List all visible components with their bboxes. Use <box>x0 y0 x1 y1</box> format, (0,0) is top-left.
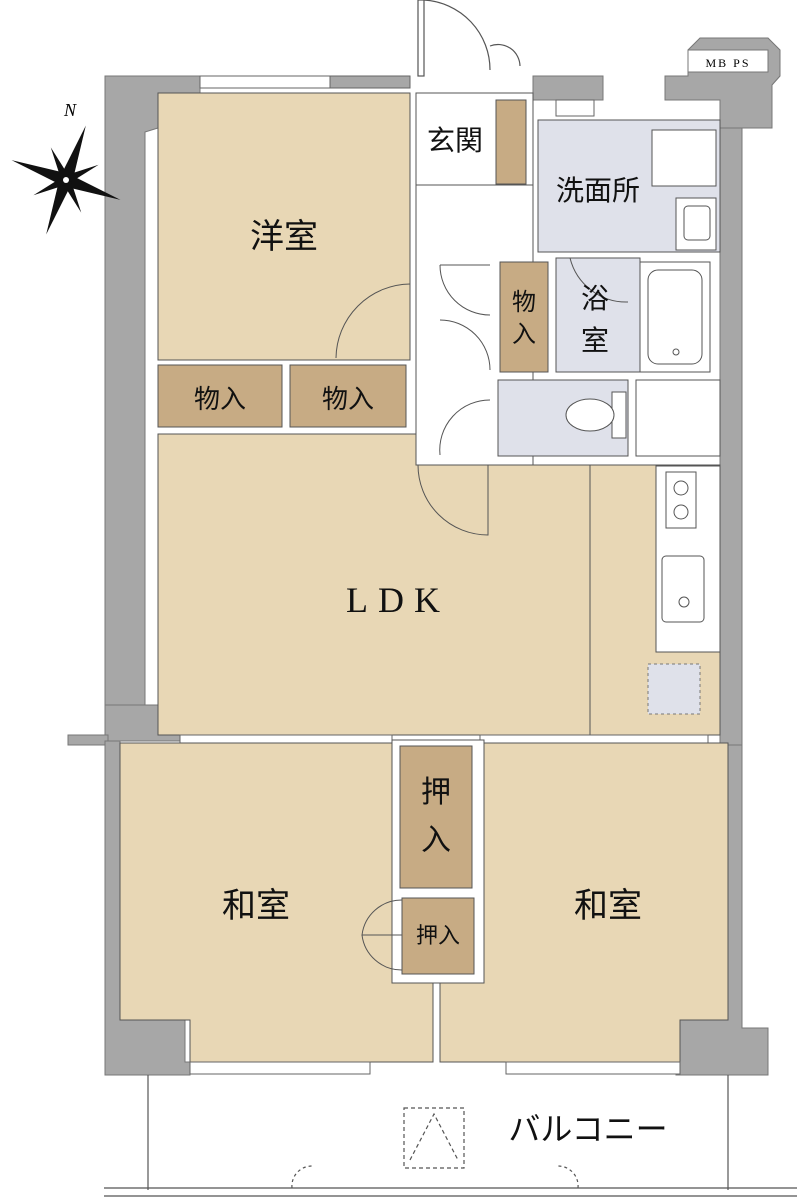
entrance-label: 玄関 <box>427 124 483 157</box>
storage-vertical-label-1: 物 <box>512 288 536 316</box>
partition-right <box>479 734 709 744</box>
corridor-closet-door-2[interactable] <box>439 319 491 371</box>
balcony-label: バルコニー <box>508 1110 667 1148</box>
shoe-cabinet <box>495 99 527 185</box>
north-label: N <box>63 100 77 120</box>
partition-left <box>179 734 393 744</box>
evacuation-hatch <box>403 1107 465 1169</box>
wash-bowl <box>683 205 711 241</box>
mbps-label: MB PS <box>705 56 750 70</box>
japanese-room-left-label: 和室 <box>222 886 290 926</box>
wash-basin <box>675 197 717 251</box>
burner-2 <box>673 504 689 520</box>
storage-vertical <box>499 261 549 373</box>
western-room-door[interactable] <box>335 283 411 359</box>
bath-label-1: 浴 <box>581 282 609 315</box>
balcony-partition-door-right <box>557 1165 579 1189</box>
north-compass-icon <box>11 125 121 235</box>
ldk-label: LDK <box>346 580 450 620</box>
window-western-room <box>199 75 331 89</box>
bath-door[interactable] <box>569 257 629 303</box>
washroom-label: 洗面所 <box>556 174 640 207</box>
western-room-label: 洋室 <box>250 217 318 257</box>
wall-top-mid <box>532 75 604 101</box>
entrance-door[interactable] <box>417 0 521 77</box>
closet-small-label: 押入 <box>416 924 460 949</box>
storage-left-label: 物入 <box>194 385 246 415</box>
utility-space <box>635 379 721 457</box>
outer-walls <box>67 37 781 1076</box>
evacuation-ladder <box>409 1112 459 1161</box>
toilet-bowl <box>565 398 615 432</box>
western-room <box>157 92 411 361</box>
storage-right <box>289 364 407 428</box>
toilet-door[interactable] <box>439 399 491 456</box>
bathtub <box>639 261 711 373</box>
bathroom <box>555 257 641 373</box>
mbps-box <box>687 49 769 73</box>
sink-drain <box>678 596 690 608</box>
bathtub-basin <box>647 269 703 365</box>
closet-large-label-1: 押 <box>421 775 451 810</box>
closet-large <box>399 745 473 889</box>
closet-small-doors[interactable] <box>361 899 403 971</box>
corridor-closet-door[interactable] <box>439 264 491 316</box>
bath-label-2: 室 <box>581 324 609 357</box>
japanese-room-right-label: 和室 <box>574 886 642 926</box>
stove <box>665 471 697 529</box>
balcony-partition-door-left <box>291 1165 313 1189</box>
window-japanese-left <box>189 1061 371 1075</box>
closet-small <box>401 897 475 975</box>
refrigerator-space <box>647 663 701 715</box>
ldk-door[interactable] <box>417 464 489 536</box>
storage-right-label: 物入 <box>322 385 374 415</box>
burner-1 <box>673 480 689 496</box>
window-washroom <box>555 99 595 117</box>
washing-machine-pan <box>651 129 717 187</box>
kitchen-sink <box>661 555 705 623</box>
storage-left <box>157 364 283 428</box>
closet-large-label-2: 入 <box>421 823 451 858</box>
bathtub-drain <box>672 348 680 356</box>
wall-segment-top <box>329 75 411 89</box>
wall-stub <box>67 734 109 746</box>
storage-vertical-label-2: 入 <box>512 320 536 348</box>
window-japanese-right <box>505 1061 681 1075</box>
wall-right <box>719 119 743 746</box>
